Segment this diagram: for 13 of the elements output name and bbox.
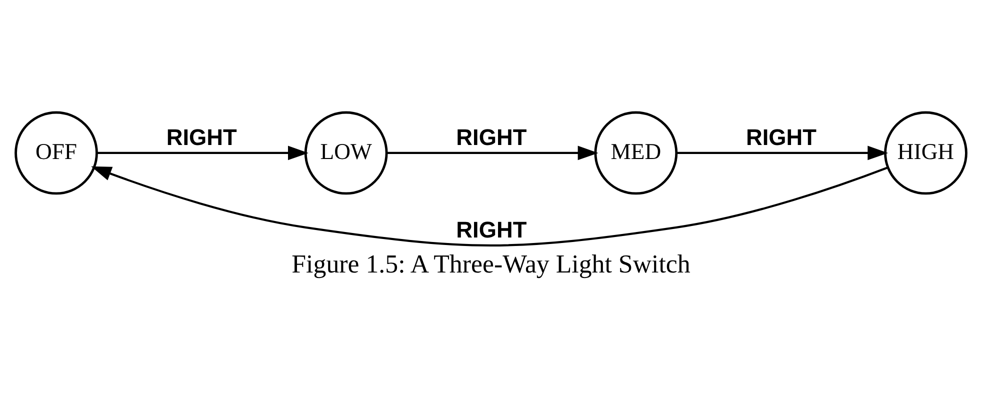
node-circle: LOW [304,111,388,195]
caption: Figure 1.5: A Three-Way Light Switch [292,250,690,279]
arrow [676,146,888,160]
edge-label: RIGHT [456,216,527,242]
edge-label: RIGHT [166,124,237,150]
arrow [91,166,888,246]
edge-label: RIGHT [746,124,816,150]
node-circle: OFF [14,111,98,195]
arrow [97,146,308,160]
node-circle: MED [594,111,678,195]
arrow [386,146,598,160]
edge-label: RIGHT [456,124,527,150]
node-circle: HIGH [884,111,968,195]
